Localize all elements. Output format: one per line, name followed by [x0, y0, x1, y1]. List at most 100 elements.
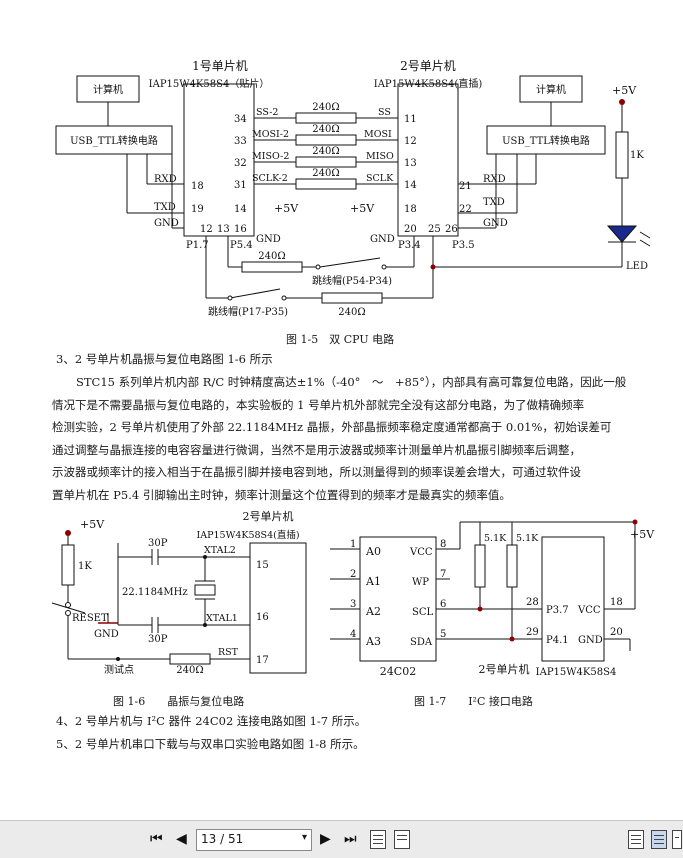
gnd-mcu1: GND: [256, 234, 281, 245]
fig16-xtal1: XTAL1: [206, 613, 238, 624]
fig17-r51b: 5.1K: [516, 533, 539, 544]
computer-right-label: 计算机: [536, 83, 566, 96]
pin-16-mcu1: 16: [234, 224, 247, 235]
fig17-pin8: 8: [440, 539, 446, 550]
fig17-scl: SCL: [412, 607, 434, 618]
mcu1-part: IAP15W4K58S4（贴片）: [149, 77, 270, 90]
pin-20-mcu2: 20: [404, 224, 417, 235]
fit-width-icon[interactable]: [394, 830, 410, 849]
r1k-led: 1K: [630, 150, 644, 161]
r240-mosi: 240Ω: [312, 124, 339, 135]
p17-label: P1.7: [186, 240, 209, 251]
pin-18-mcu1: 18: [191, 181, 204, 192]
facing-view-icon[interactable]: [672, 830, 682, 849]
fig17-p41: P4.1: [546, 635, 569, 646]
fig16-pin15: 15: [256, 560, 269, 571]
fig16-c30p-b: 30P: [148, 634, 168, 645]
gnd-mcu2: GND: [370, 234, 395, 245]
paragraph-line: 情况下是不需要晶振与复位电路的，本实验板的 1 号单片机外部就完全没有这部分电路…: [52, 397, 585, 412]
usb-ttl-right-label: USB_TTL转换电路: [502, 134, 590, 147]
fig17-pin3: 3: [350, 599, 356, 610]
paragraph-line: 检测实验，2 号单片机使用了外部 22.1184MHz 晶振，外部晶振频率稳定度…: [52, 420, 612, 435]
miso-label: MISO: [366, 151, 394, 162]
chevron-down-icon[interactable]: ▾: [301, 832, 307, 843]
figure-1-6-crystal-reset-circuit: +5V 1K RESET GND 测试点 240Ω 30P 30P 22.118…: [51, 509, 307, 676]
next-page-button[interactable]: ▶: [320, 831, 331, 847]
r240-p54: 240Ω: [258, 251, 285, 262]
page-number-input[interactable]: 13 / 51: [201, 832, 244, 846]
pin-13-mcu1: 13: [217, 224, 230, 235]
gnd-left: GND: [154, 218, 179, 229]
miso2-label: MISO-2: [252, 151, 289, 162]
section-3-heading: 3、2 号单片机晶振与复位电路图 1-6 所示: [56, 352, 273, 366]
first-page-button[interactable]: ⏮: [150, 831, 163, 847]
pin-12-mcu2: 12: [404, 136, 417, 147]
led-label: LED: [626, 261, 648, 272]
figure-1-5-caption: 图 1-5 双 CPU 电路: [286, 333, 395, 346]
r240-sclk: 240Ω: [312, 168, 339, 179]
fig17-pin1: 1: [350, 539, 356, 550]
computer-left-label: 计算机: [93, 83, 123, 96]
figure-1-7-caption: 图 1-7 I²C 接口电路: [414, 695, 533, 708]
pin-14-mcu2: 14: [404, 180, 417, 191]
fig16-r1k: 1K: [78, 561, 92, 572]
pin-25-mcu2: 25: [428, 224, 441, 235]
fig16-rst: RST: [218, 647, 239, 658]
page-number-selector[interactable]: 13 / 51 ▾: [196, 829, 312, 851]
paragraph-crystal: STC15 系列单片机内部 R/C 时钟精度高达±1%（-40° ～ +85°）…: [52, 371, 662, 507]
mcu1-title: 1号单片机: [192, 59, 248, 73]
pin-13-mcu2: 13: [404, 158, 417, 169]
fig17-chip-label: 24C02: [380, 665, 416, 678]
vcc-led: +5V: [612, 84, 637, 97]
fig17-pin6: 6: [440, 599, 446, 610]
fig17-wp: WP: [412, 577, 429, 588]
last-page-button[interactable]: ⏭: [344, 831, 357, 847]
paragraph-line: STC15 系列单片机内部 R/C 时钟精度高达±1%（-40° ～ +85°）…: [76, 375, 627, 389]
sclk-label: SCLK: [366, 173, 394, 184]
fig16-c30p-a: 30P: [148, 538, 168, 549]
fig17-pin18: 18: [610, 597, 623, 608]
pin-33: 33: [234, 136, 247, 147]
r240-p17: 240Ω: [338, 307, 365, 318]
fig17-pin5: 5: [440, 629, 446, 640]
jumper2-label: 跳线帽(P17-P35): [208, 305, 288, 318]
r240-ss: 240Ω: [312, 102, 339, 113]
mcu2-title: 2号单片机: [400, 59, 456, 73]
pin-32: 32: [234, 158, 247, 169]
rxd-left: RXD: [154, 174, 177, 185]
fig17-mcu-vcc: VCC: [577, 605, 601, 616]
mosi-label: MOSI: [364, 129, 392, 140]
fit-page-icon[interactable]: [370, 830, 386, 849]
pin-31: 31: [234, 180, 247, 191]
fig17-plus5v: +5V: [630, 528, 655, 541]
rxd-right: RXD: [483, 174, 506, 185]
fig16-reset: RESET: [72, 613, 108, 624]
vcc-mcu2: +5V: [350, 202, 375, 215]
r240-miso: 240Ω: [312, 146, 339, 157]
single-page-view-icon[interactable]: [628, 830, 644, 849]
figure-1-7-i2c-circuit: A0 A1 A2 A3 VCC WP SCL SDA 1 2 3 4 8 7 6…: [330, 519, 655, 678]
txd-right: TXD: [483, 197, 505, 208]
pin-12-mcu1: 12: [200, 224, 213, 235]
previous-page-button[interactable]: ◀: [176, 831, 187, 847]
fig16-xtal2: XTAL2: [204, 545, 236, 556]
continuous-view-icon[interactable]: [651, 830, 667, 849]
pin-22-mcu2: 22: [459, 204, 472, 215]
section-5-heading: 5、2 号单片机串口下载与与双串口实验电路如图 1-8 所示。: [56, 737, 365, 751]
fig16-test-point: 测试点: [104, 663, 134, 676]
fig17-a1: A1: [365, 575, 381, 588]
fig17-pin4: 4: [350, 629, 356, 640]
fig17-a2: A2: [365, 605, 381, 618]
fig16-mcu-part: IAP15W4K58S4(直插): [196, 529, 299, 541]
fig17-r51a: 5.1K: [484, 533, 507, 544]
jumper1-label: 跳线帽(P54-P34): [312, 274, 392, 287]
document-page: 1号单片机 IAP15W4K58S4（贴片） 2号单片机 IAP15W4K58S…: [51, 59, 662, 751]
fig17-mcu-part: IAP15W4K58S4: [536, 667, 617, 678]
fig17-pin28: 28: [526, 597, 539, 608]
paragraph-line: 通过调整与晶振连接的电容容量进行微调，当然不是用示波器或频率计测量单片机晶振引脚…: [52, 442, 581, 457]
usb-ttl-left-label: USB_TTL转换电路: [70, 134, 158, 147]
fig17-pin20: 20: [610, 627, 623, 638]
fig17-vcc: VCC: [409, 547, 433, 558]
vcc-mcu1: +5V: [274, 202, 299, 215]
fig17-a3: A3: [365, 635, 381, 648]
